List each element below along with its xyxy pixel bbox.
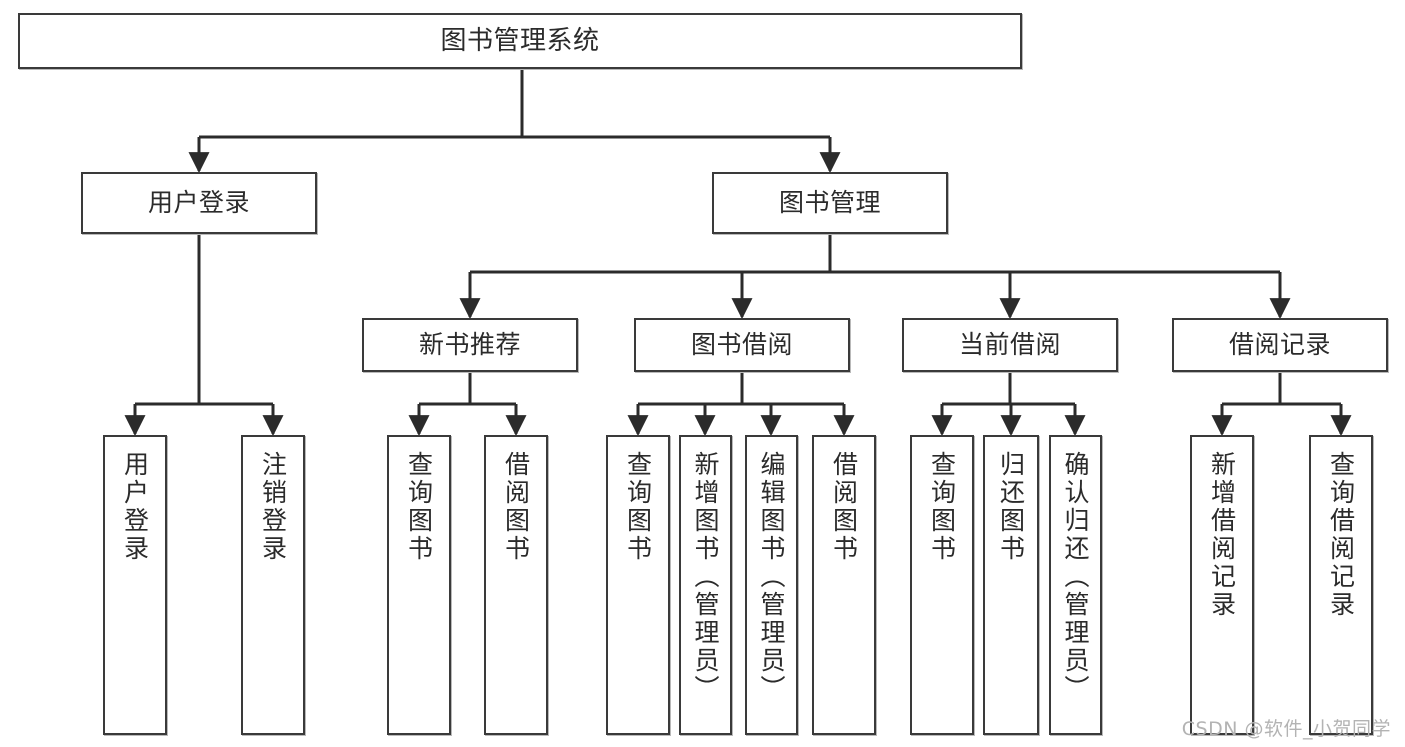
node-label: 当前借阅: [958, 330, 1061, 360]
node-leaf-user-login[interactable]: 用户登录: [103, 435, 167, 735]
node-label: 借阅图书: [829, 451, 859, 563]
node-leaf-edit-book[interactable]: 编辑图书（管理员）: [745, 435, 798, 735]
node-leaf-query-record[interactable]: 查询借阅记录: [1309, 435, 1373, 735]
node-label: 查询图书: [623, 451, 653, 563]
node-label: 图书管理: [778, 188, 881, 218]
node-label: 借阅图书: [501, 451, 531, 563]
node-leaf-add-record[interactable]: 新增借阅记录: [1190, 435, 1254, 735]
node-label: 用户登录: [120, 451, 150, 563]
node-current-borrow[interactable]: 当前借阅: [902, 318, 1118, 372]
node-leaf-confirm-return[interactable]: 确认归还（管理员）: [1049, 435, 1102, 735]
node-label: 归还图书: [996, 451, 1026, 563]
node-root-system[interactable]: 图书管理系统: [18, 13, 1022, 69]
node-leaf-borrow-book-2[interactable]: 借阅图书: [812, 435, 876, 735]
node-label: 查询图书: [927, 451, 957, 563]
node-leaf-query-book-2[interactable]: 查询图书: [606, 435, 670, 735]
node-new-book-rec[interactable]: 新书推荐: [362, 318, 578, 372]
node-label: 查询借阅记录: [1326, 451, 1356, 619]
node-leaf-user-logout[interactable]: 注销登录: [241, 435, 305, 735]
node-user-login[interactable]: 用户登录: [81, 172, 317, 234]
node-label: 查询图书: [404, 451, 434, 563]
watermark-text: CSDN @软件_小贺同学: [1181, 718, 1391, 740]
node-label: 新增图书（管理员）: [691, 451, 720, 703]
node-label: 借阅记录: [1228, 330, 1331, 360]
node-label: 新书推荐: [418, 330, 521, 360]
node-label: 图书借阅: [690, 330, 793, 360]
node-borrow-record[interactable]: 借阅记录: [1172, 318, 1388, 372]
node-book-manage[interactable]: 图书管理: [712, 172, 948, 234]
node-label: 图书管理系统: [440, 25, 600, 56]
node-label: 确认归还（管理员）: [1061, 451, 1090, 703]
node-leaf-borrow-book-1[interactable]: 借阅图书: [484, 435, 548, 735]
node-leaf-return-book[interactable]: 归还图书: [983, 435, 1039, 735]
node-label: 用户登录: [147, 188, 250, 218]
node-leaf-query-book-3[interactable]: 查询图书: [910, 435, 974, 735]
node-book-borrow[interactable]: 图书借阅: [634, 318, 850, 372]
node-label: 注销登录: [258, 451, 288, 563]
node-label: 新增借阅记录: [1207, 451, 1237, 619]
node-leaf-add-book[interactable]: 新增图书（管理员）: [679, 435, 732, 735]
node-leaf-query-book-1[interactable]: 查询图书: [387, 435, 451, 735]
node-label: 编辑图书（管理员）: [757, 451, 786, 703]
